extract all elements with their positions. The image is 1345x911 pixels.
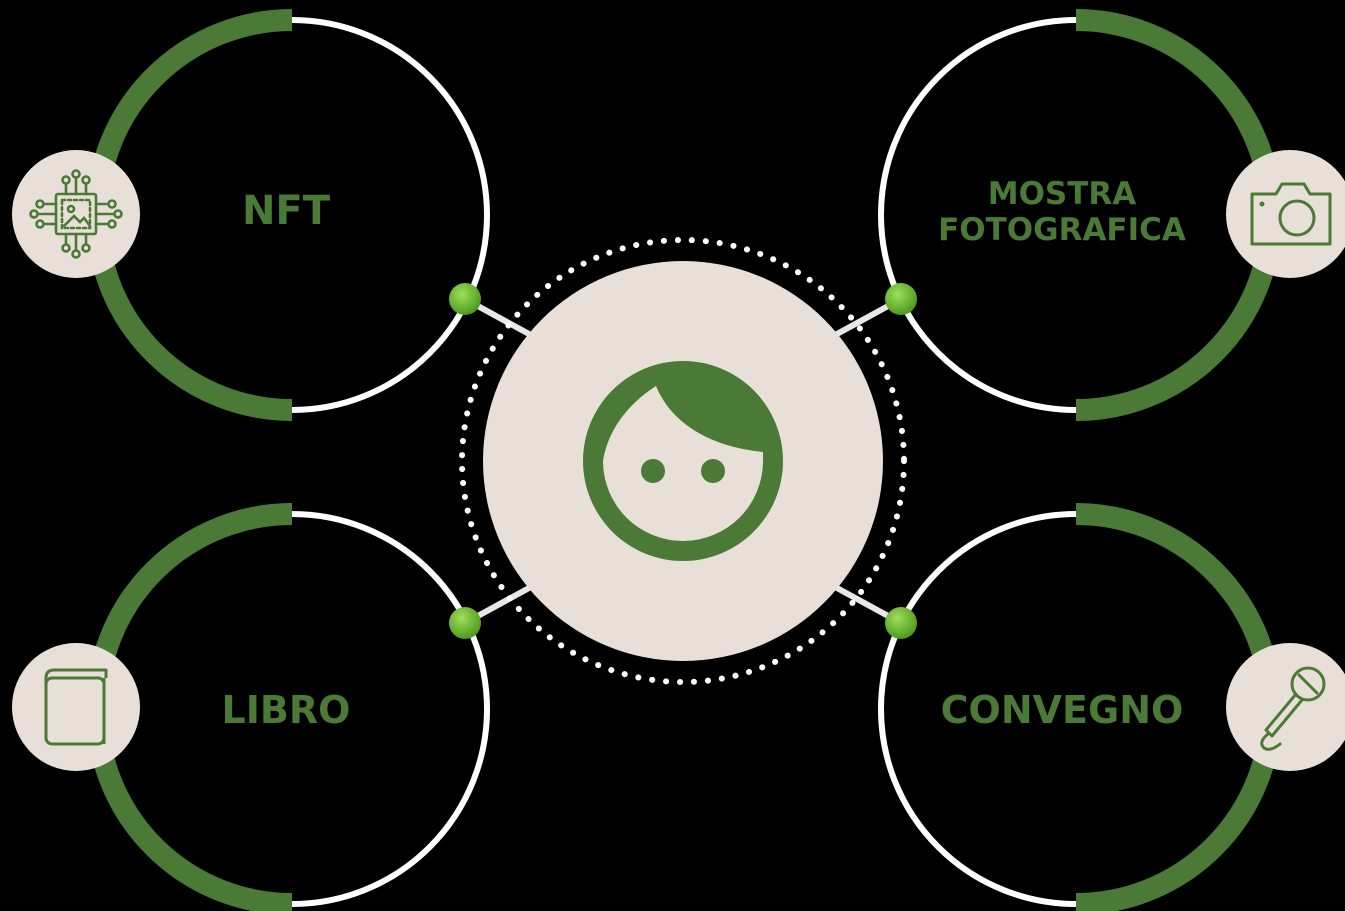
node-nft[interactable] — [12, 9, 490, 421]
microphone-icon — [1260, 666, 1326, 751]
node-libro-white-arc — [291, 511, 490, 907]
book-icon — [44, 668, 108, 746]
node-nft-connector-dot — [449, 283, 481, 315]
center-dotted-ring — [459, 237, 907, 685]
node-mostra-fotografica[interactable] — [878, 9, 1345, 421]
node-libro-label: LIBRO — [221, 688, 351, 732]
node-mostra-label-line2: FOTOGRAFICA — [938, 212, 1186, 248]
node-mostra-icon-badge — [1226, 150, 1345, 278]
node-convegno-label: CONVEGNO — [940, 688, 1184, 732]
camera-icon — [1250, 182, 1332, 246]
node-mostra-connector-dot — [885, 283, 917, 315]
node-mostra-white-arc — [878, 17, 1077, 413]
node-nft-white-arc — [291, 17, 490, 413]
node-convegno[interactable] — [878, 503, 1345, 911]
node-libro-icon-badge — [12, 643, 140, 771]
node-libro[interactable] — [12, 503, 490, 911]
center-hub[interactable] — [459, 237, 907, 685]
node-nft-label: NFT — [241, 188, 331, 234]
node-mostra-label-line1: MOSTRA — [987, 176, 1137, 212]
circuit-image-icon — [29, 169, 123, 259]
node-convegno-connector-dot — [885, 607, 917, 639]
node-convegno-white-arc — [878, 511, 1077, 907]
node-libro-connector-dot — [449, 607, 481, 639]
node-mostra-label: MOSTRA FOTOGRAFICA — [912, 176, 1212, 248]
face-icon — [583, 361, 783, 561]
node-nft-icon-badge — [12, 150, 140, 278]
